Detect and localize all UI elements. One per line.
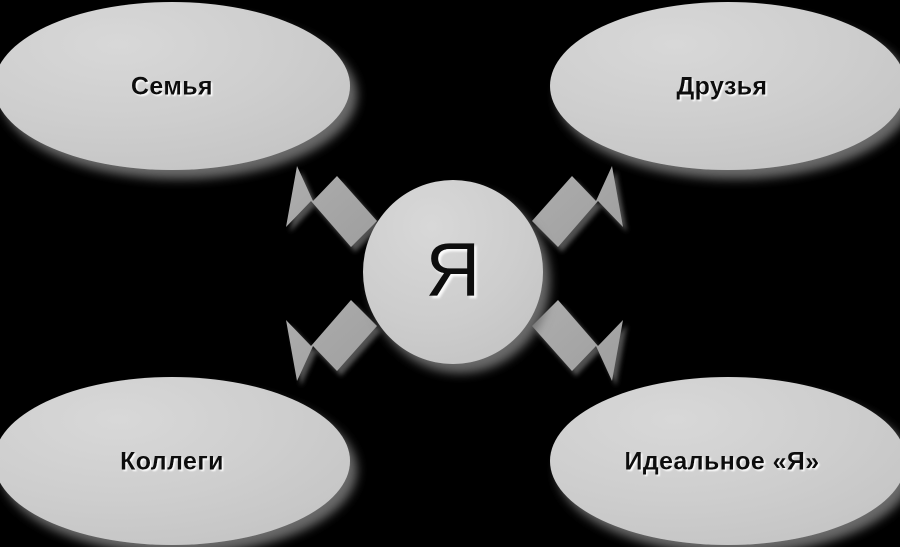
arrow-colleagues-to-center xyxy=(286,300,377,381)
node-colleagues-shape[interactable] xyxy=(0,377,350,545)
node-center-self-shape[interactable] xyxy=(363,180,543,364)
node-friends-shape[interactable] xyxy=(550,2,900,170)
node-center-self-label: Я xyxy=(426,228,481,313)
node-family-shape[interactable] xyxy=(0,2,350,170)
node-ideal-self-label: Идеальное «Я» xyxy=(624,448,819,476)
arrow-family-to-center xyxy=(286,166,377,247)
arrow-ideal-to-center xyxy=(532,300,623,381)
node-ideal-self-shape[interactable] xyxy=(550,377,900,545)
node-friends[interactable]: Друзья xyxy=(550,2,900,170)
node-friends-label: Друзья xyxy=(676,73,767,101)
node-center-self[interactable]: Я xyxy=(363,180,543,364)
node-family[interactable]: Семья xyxy=(0,2,350,170)
node-family-label: Семья xyxy=(131,73,213,101)
node-colleagues[interactable]: Коллеги xyxy=(0,377,350,545)
node-colleagues-label: Коллеги xyxy=(120,448,224,476)
arrow-friends-to-center xyxy=(532,166,623,247)
node-ideal-self[interactable]: Идеальное «Я» xyxy=(550,377,900,545)
